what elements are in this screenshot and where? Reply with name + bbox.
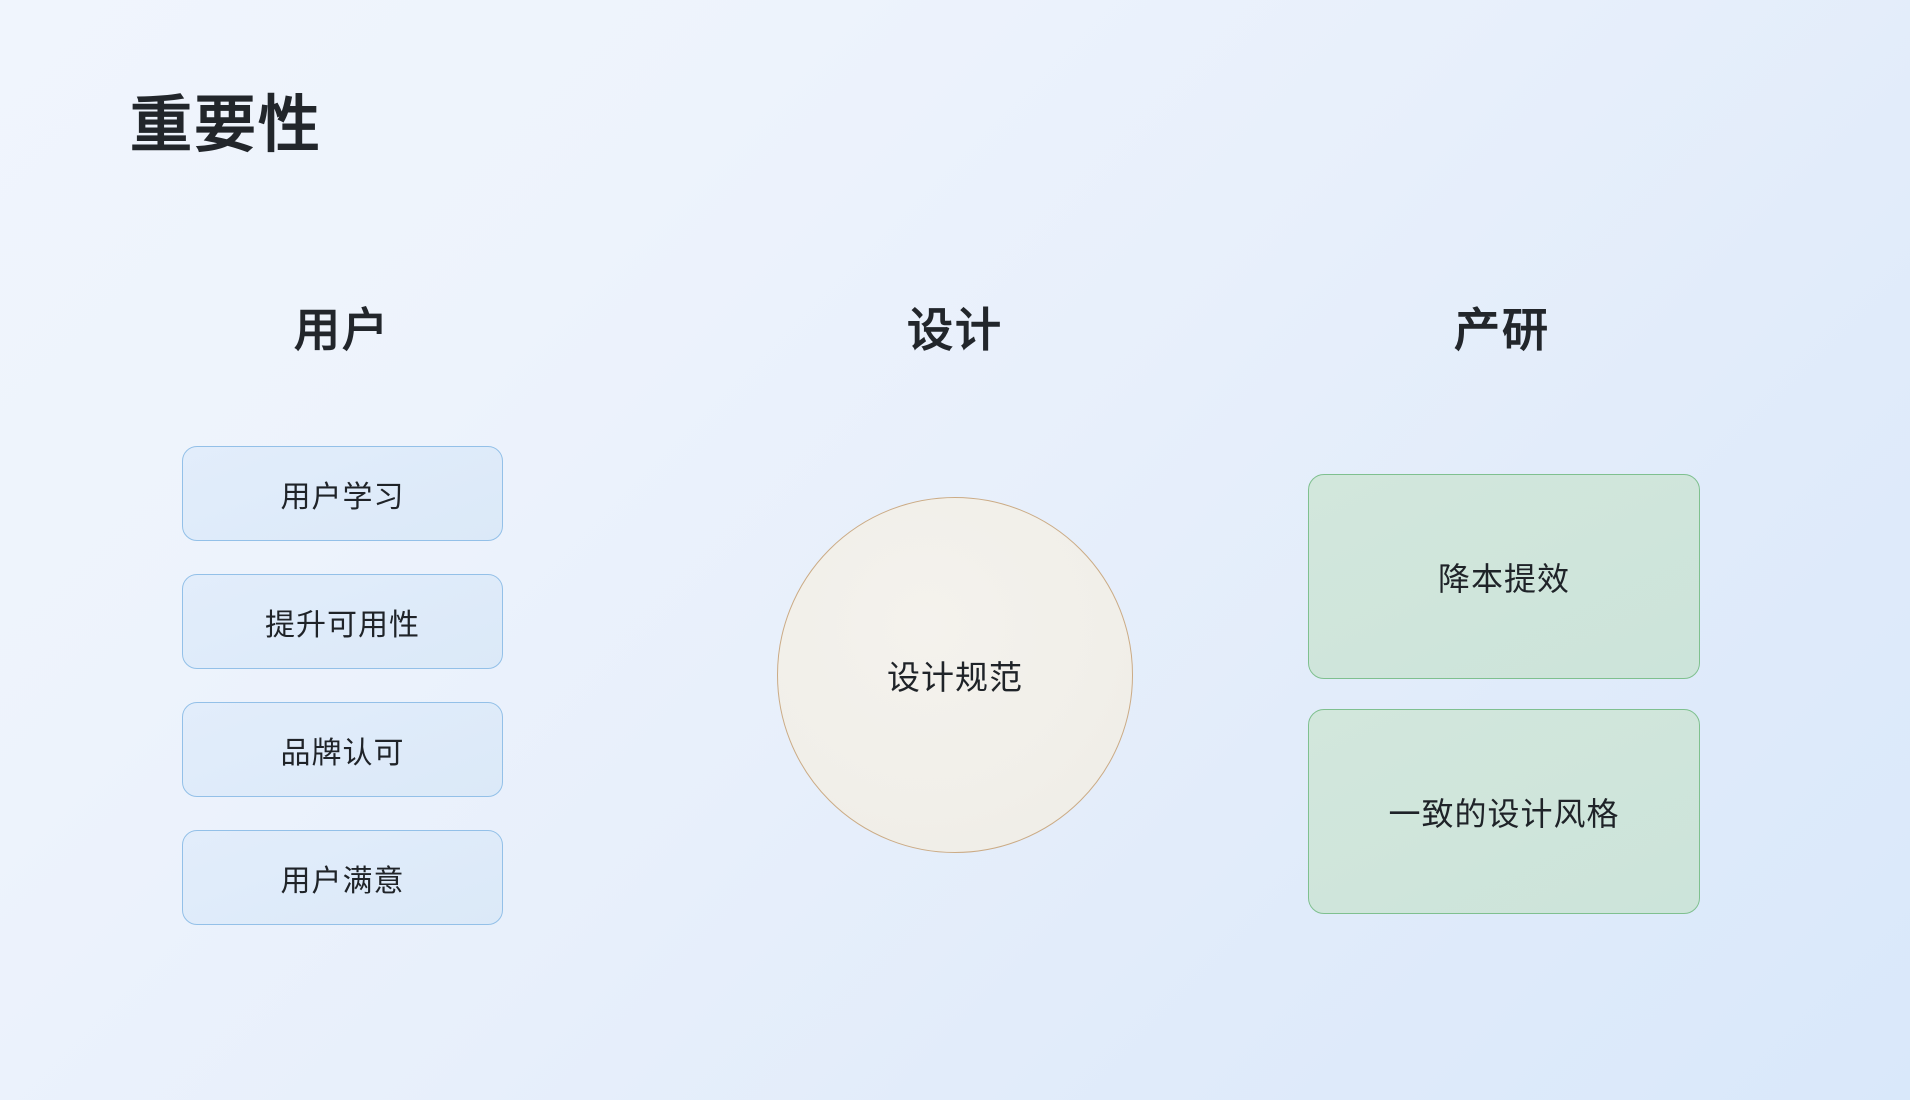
rnd-card[interactable]: 降本提效 (1308, 474, 1700, 679)
user-card-list: 用户学习 提升可用性 品牌认可 用户满意 (182, 446, 503, 925)
user-card[interactable]: 品牌认可 (182, 702, 503, 797)
page-title: 重要性 (130, 91, 323, 160)
rnd-card-list: 降本提效 一致的设计风格 (1308, 474, 1700, 914)
user-card[interactable]: 提升可用性 (182, 574, 503, 669)
column-heading-user: 用户 (294, 304, 390, 356)
column-heading-design: 设计 (907, 304, 1003, 356)
design-spec-circle[interactable]: 设计规范 (777, 497, 1133, 853)
user-card[interactable]: 用户学习 (182, 446, 503, 541)
user-card[interactable]: 用户满意 (182, 830, 503, 925)
rnd-card[interactable]: 一致的设计风格 (1308, 709, 1700, 914)
column-heading-rnd: 产研 (1454, 304, 1550, 356)
